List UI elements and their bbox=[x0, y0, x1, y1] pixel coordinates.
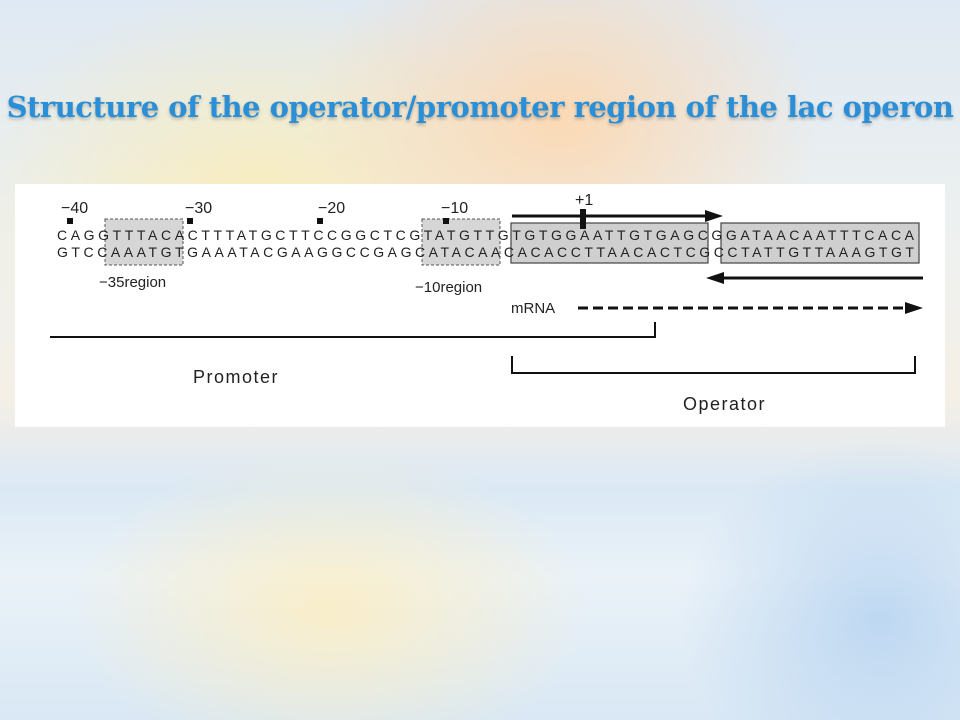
marker-minus40 bbox=[67, 218, 73, 224]
lac-operon-diagram: −40 −30 −20 −10 +1 CAGGTTTACACTTTATGCTTC… bbox=[15, 184, 945, 427]
operator-box-right bbox=[720, 222, 920, 264]
operator-arrowhead-left bbox=[706, 272, 724, 284]
promoter-label: Promoter bbox=[193, 367, 279, 387]
marker-minus30 bbox=[187, 218, 193, 224]
minus35-region-label: −35region bbox=[99, 274, 166, 291]
marker-plus1 bbox=[580, 209, 586, 229]
mrna-arrowhead bbox=[905, 302, 923, 314]
position-minus10: −10 bbox=[441, 200, 468, 217]
position-plus1: +1 bbox=[575, 192, 593, 209]
position-minus30: −30 bbox=[185, 200, 212, 217]
bottom-strand: GTCCAAATGTGAAATACGAAGGCCGAGCATACAACACACC… bbox=[57, 244, 914, 260]
minus10-box bbox=[421, 218, 501, 266]
operator-box-left bbox=[510, 222, 709, 264]
operator-bracket bbox=[511, 356, 916, 374]
marker-minus20 bbox=[317, 218, 323, 224]
mrna-label: mRNA bbox=[511, 300, 555, 317]
operator-arrowhead-right bbox=[705, 210, 723, 222]
position-minus40: −40 bbox=[61, 200, 88, 217]
slide-title: Structure of the operator/promoter regio… bbox=[6, 90, 954, 124]
minus10-region-label: −10region bbox=[415, 279, 482, 296]
marker-minus10 bbox=[443, 218, 449, 224]
promoter-bracket bbox=[50, 322, 656, 338]
operator-label: Operator bbox=[683, 394, 766, 414]
minus35-box bbox=[104, 218, 184, 266]
top-strand: CAGGTTTACACTTTATGCTTCCGGCTCGTATGTTGTGTGG… bbox=[57, 227, 915, 243]
position-minus20: −20 bbox=[318, 200, 345, 217]
